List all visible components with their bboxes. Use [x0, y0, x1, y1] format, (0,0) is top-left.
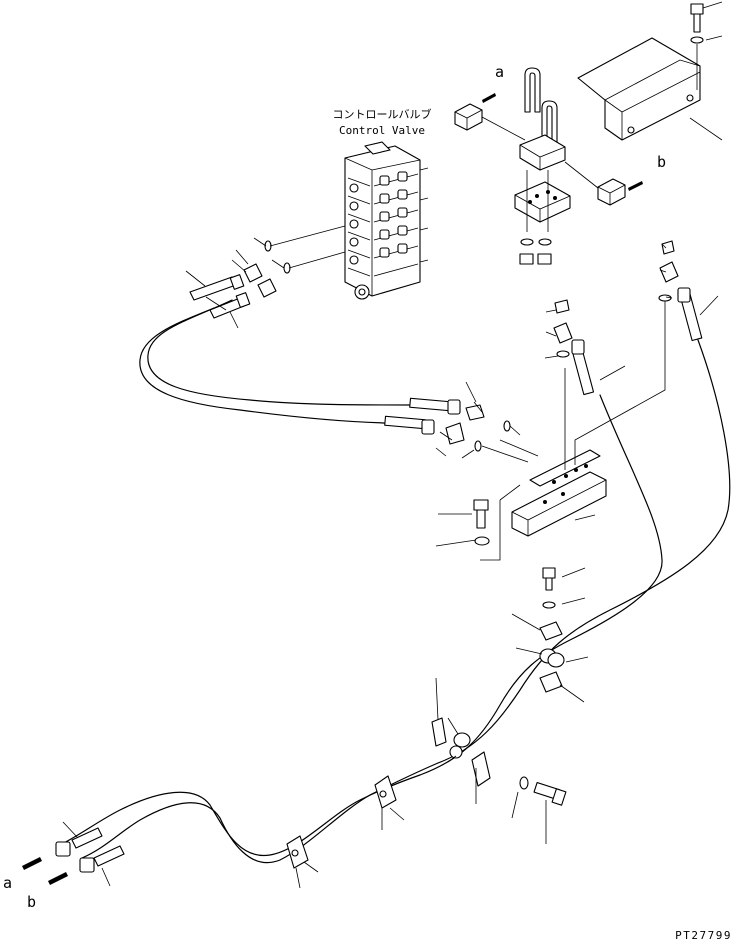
leader-lines	[62, 237, 719, 889]
hose-mount-bracket	[473, 299, 666, 561]
u-bolt-bracket	[454, 67, 643, 265]
clamp-assembly-lower	[431, 717, 567, 806]
guard-bolt	[690, 3, 704, 90]
hose-bottom	[22, 762, 439, 885]
drawing-number: PT27799	[675, 929, 732, 942]
marker-a-top: a	[495, 63, 504, 81]
marker-b-bottom: b	[27, 893, 36, 911]
hose-loop	[139, 225, 529, 463]
marker-a-bottom: a	[3, 874, 12, 892]
control-valve	[344, 141, 429, 300]
clamp-assembly-upper	[539, 567, 565, 693]
valve-label-jp: コントロールバルブ	[333, 107, 432, 121]
valve-label-en: Control Valve	[339, 124, 425, 137]
guard-plate	[577, 1, 723, 141]
hose-right	[419, 240, 731, 776]
marker-b-top: b	[657, 153, 666, 171]
